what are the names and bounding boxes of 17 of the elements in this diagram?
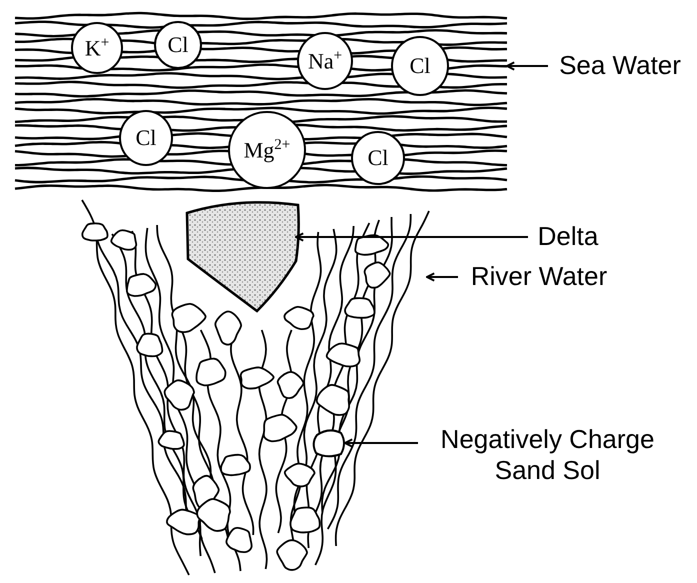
ion-circle: Mg$^{2+}$ [228,111,306,189]
callout-text: River Water [460,261,618,293]
arrow [426,272,458,282]
sand-grain [311,427,347,459]
ion-circle: Cl [154,21,202,69]
callout-text: Delta [530,221,606,253]
arrow [506,61,548,71]
arrow [344,438,418,448]
ion-circle: K$^{+}$ [71,22,123,74]
ion-circle: Na$^{+}$ [297,32,353,90]
callout-text: Negatively Charge Sand Sol [420,424,675,488]
delta-deposit [184,199,302,314]
ion-circle: Cl [351,131,405,185]
ion-circle: Cl [391,36,449,96]
arrow [295,232,528,242]
ion-circle: Cl [119,110,173,166]
callout-text: Sea Water [550,50,690,82]
